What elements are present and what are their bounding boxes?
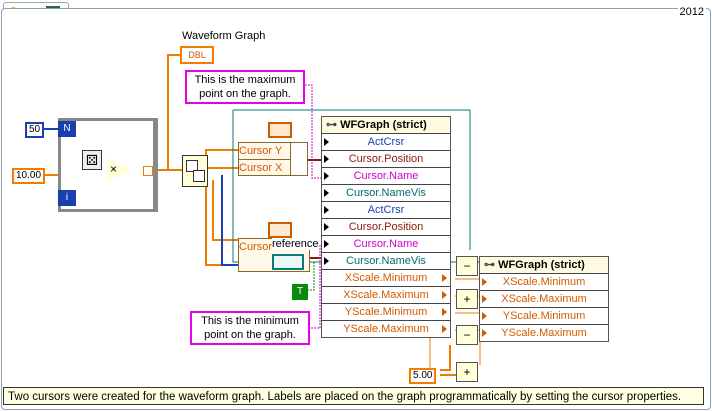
multiply-node[interactable]: × — [110, 162, 118, 176]
loop-iteration-terminal: i — [58, 190, 76, 206]
pn1-row-yscale-max[interactable]: YScale.Maximum — [322, 321, 450, 337]
pn1-row-xscale-max[interactable]: XScale.Maximum — [322, 287, 450, 304]
pn1-row-cursor-position-1[interactable]: Cursor.Position — [322, 151, 450, 168]
pn2-row-xscale-min[interactable]: XScale.Minimum — [480, 274, 608, 291]
bundle-row-cursor-x: Cursor X — [239, 162, 283, 174]
property-node-1-header: ⊶ WFGraph (strict) — [322, 117, 450, 134]
pn2-row-yscale-max[interactable]: YScale.Maximum — [480, 325, 608, 341]
multiply-node-bg — [107, 158, 131, 182]
multiplier-constant[interactable]: 10.00 — [12, 168, 46, 184]
max-comment-line1: This is the maximum — [194, 74, 296, 86]
add-node-1[interactable]: + — [456, 289, 478, 309]
pn1-row-actcrsr-2[interactable]: ActCrsr — [322, 202, 450, 219]
bundle-cursor-top[interactable]: Cursor Y Cursor X — [238, 142, 292, 176]
loop-tunnel — [143, 166, 153, 176]
property-node-2-header: ⊶ WFGraph (strict) — [480, 257, 608, 274]
property-node-1[interactable]: ⊶ WFGraph (strict) ActCrsr Cursor.Positi… — [321, 116, 451, 338]
min-point-comment: This is the minimum point on the graph. — [190, 311, 310, 345]
pn1-row-actcrsr-1[interactable]: ActCrsr — [322, 134, 450, 151]
pn1-row-cursor-position-2[interactable]: Cursor.Position — [322, 219, 450, 236]
pn1-row-cursor-namevis-2[interactable]: Cursor.NameVis — [322, 253, 450, 270]
min-comment-line1: This is the minimum — [201, 315, 299, 327]
dice-icon: ⚄ — [82, 150, 102, 170]
loop-count-constant[interactable]: 50 — [25, 122, 45, 138]
pn2-row-yscale-min[interactable]: YScale.Minimum — [480, 308, 608, 325]
pn1-row-xscale-min[interactable]: XScale.Minimum — [322, 270, 450, 287]
pn1-row-yscale-min[interactable]: YScale.Minimum — [322, 304, 450, 321]
loop-count-terminal: N — [58, 121, 76, 137]
version-label: 2012 — [677, 6, 706, 18]
subtract-node-2[interactable]: − — [456, 325, 478, 345]
graph-caption: Waveform Graph — [182, 30, 266, 42]
cursor-cluster-constant-bottom[interactable] — [268, 222, 292, 238]
subtract-node-1[interactable]: − — [456, 256, 478, 276]
pn1-row-cursor-name-2[interactable]: Cursor.Name — [322, 236, 450, 253]
property-node-2[interactable]: ⊶ WFGraph (strict) XScale.Minimum XScale… — [479, 256, 609, 342]
pn2-row-xscale-max[interactable]: XScale.Maximum — [480, 291, 608, 308]
graph-terminal[interactable]: DBL — [180, 46, 214, 64]
true-constant[interactable]: T — [292, 284, 308, 300]
array-max-min-node[interactable] — [182, 155, 208, 187]
reference-terminal[interactable] — [272, 254, 304, 270]
bundle-row-cursor-y: Cursor Y — [239, 143, 291, 160]
pn1-row-cursor-name-1[interactable]: Cursor.Name — [322, 168, 450, 185]
max-point-comment: This is the maximum point on the graph. — [185, 70, 305, 104]
description-comment: Two cursors were created for the wavefor… — [3, 387, 704, 405]
min-comment-line2: point on the graph. — [204, 329, 296, 341]
max-comment-line2: point on the graph. — [199, 88, 291, 100]
pn1-row-cursor-namevis-1[interactable]: Cursor.NameVis — [322, 185, 450, 202]
add-node-2[interactable]: + — [456, 362, 478, 382]
reference-label: reference — [272, 238, 319, 250]
cursor-cluster-constant-top[interactable] — [268, 122, 292, 138]
bundle-row-cursor: Cursor — [239, 241, 273, 253]
offset-constant[interactable]: 5.00 — [409, 368, 437, 384]
bundle-connector-top — [290, 142, 308, 176]
